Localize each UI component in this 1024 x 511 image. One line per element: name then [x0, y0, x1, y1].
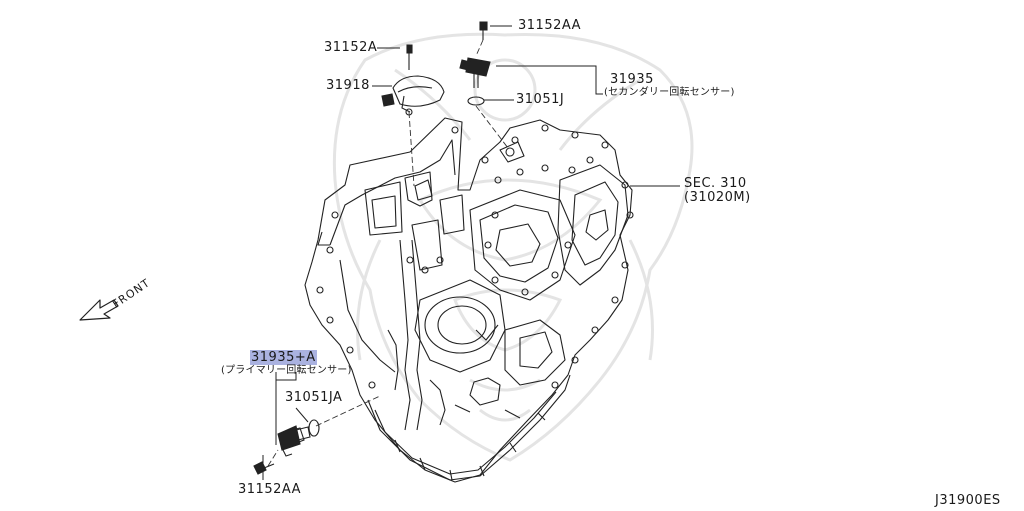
label-sensor-primary-desc: (プライマリー回転センサー) [221, 365, 352, 376]
label-sensor-31935a-highlight: 31935+A [250, 350, 317, 365]
label-bolt-31152aa-bottom: 31152AA [238, 482, 302, 497]
label-sec-310-sub: (31020M) [684, 190, 751, 205]
diagram-code: J31900ES [935, 493, 1001, 508]
secondary-sensor-drawing [459, 21, 491, 106]
label-bolt-31152a: 31152A [324, 40, 378, 55]
primary-sensor-drawing [253, 419, 320, 475]
dashed-guides [267, 39, 509, 467]
leader-lines [262, 25, 680, 480]
label-sensor-31935a: 31935+A [250, 350, 317, 365]
arrow-front-icon [79, 299, 119, 321]
cover-31918-drawing [381, 44, 445, 116]
label-oring-31051j: 31051J [516, 92, 565, 107]
housing-linework [304, 117, 634, 483]
label-sensor-secondary-desc: (セカンダリー回転センサー) [604, 87, 735, 98]
label-sec-310: SEC. 310 [684, 176, 747, 191]
label-sensor-31935: 31935 [610, 72, 654, 87]
label-oring-31051ja: 31051JA [285, 390, 343, 405]
label-cover-31918: 31918 [326, 78, 370, 93]
label-bolt-31152aa-top: 31152AA [518, 18, 582, 33]
